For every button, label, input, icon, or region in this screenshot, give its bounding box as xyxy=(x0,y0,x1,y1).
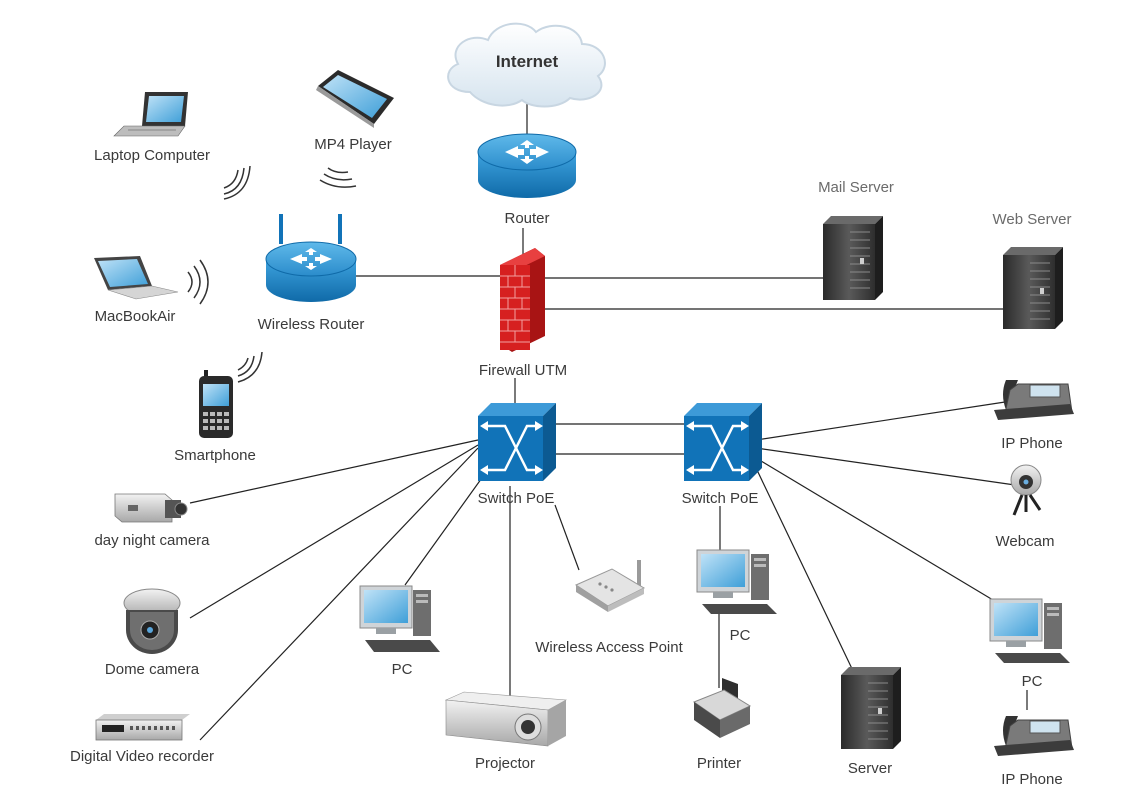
dvr-label: Digital Video recorder xyxy=(70,748,214,765)
pc-left-label: PC xyxy=(392,661,413,678)
web-server-icon xyxy=(1003,247,1063,329)
links xyxy=(189,100,1028,741)
switch-poe-icon xyxy=(684,403,762,481)
pc-icon xyxy=(696,549,777,614)
macbook-air-icon xyxy=(94,256,179,300)
printer-icon xyxy=(692,678,752,738)
projector-label: Projector xyxy=(475,755,535,772)
ip-phone-top-label: IP Phone xyxy=(1001,435,1062,452)
switch-poe-icon xyxy=(478,403,556,481)
pc-icon xyxy=(359,585,440,652)
smartphone-label: Smartphone xyxy=(174,447,256,464)
wireless-access-point-icon xyxy=(574,560,646,612)
switch-poe-left-label: Switch PoE xyxy=(478,490,555,507)
router-label: Router xyxy=(504,210,549,227)
webcam-label: Webcam xyxy=(996,533,1055,550)
mail-server-icon xyxy=(823,216,883,300)
server-label: Server xyxy=(848,760,892,777)
macbook-air-label: MacBookAir xyxy=(95,308,176,325)
mp4-player-label: MP4 Player xyxy=(314,136,392,153)
pc-right-label: PC xyxy=(1022,673,1043,690)
wifi-signal-icon xyxy=(237,351,263,383)
day-night-camera-label: day night camera xyxy=(94,532,210,549)
day-night-camera-icon xyxy=(114,493,188,523)
webcam-icon xyxy=(1010,464,1042,516)
ip-phone-icon xyxy=(994,380,1074,420)
ip-phone-bottom-label: IP Phone xyxy=(1001,771,1062,788)
projector-icon xyxy=(444,691,568,747)
printer-label: Printer xyxy=(697,755,741,772)
switch-poe-right-label: Switch PoE xyxy=(682,490,759,507)
wifi-signal-icon xyxy=(187,259,209,305)
internet-cloud-icon: Internet xyxy=(447,22,606,108)
dome-camera-icon xyxy=(123,588,181,654)
wireless-router-label: Wireless Router xyxy=(258,316,365,333)
ip-phone-icon xyxy=(994,716,1074,756)
laptop-label: Laptop Computer xyxy=(94,147,210,164)
server-icon xyxy=(841,667,901,749)
firewall-icon xyxy=(500,248,545,352)
firewall-label: Firewall UTM xyxy=(479,362,567,379)
wifi-signal-icon xyxy=(223,165,251,200)
mail-server-label: Mail Server xyxy=(818,179,894,196)
dome-camera-label: Dome camera xyxy=(105,661,200,678)
router-icon xyxy=(477,133,577,198)
pc-icon xyxy=(989,598,1070,663)
laptop-icon xyxy=(113,92,188,137)
dvr-icon xyxy=(95,714,190,741)
pc-mid-label: PC xyxy=(730,627,751,644)
wifi-signal-icon xyxy=(319,167,357,188)
smartphone-icon xyxy=(199,370,233,438)
web-server-label: Web Server xyxy=(993,211,1072,228)
wireless-router-icon xyxy=(265,214,357,302)
internet-label: Internet xyxy=(496,52,559,71)
mp4-player-icon xyxy=(316,70,394,128)
wireless-access-point-label: Wireless Access Point xyxy=(535,639,683,656)
